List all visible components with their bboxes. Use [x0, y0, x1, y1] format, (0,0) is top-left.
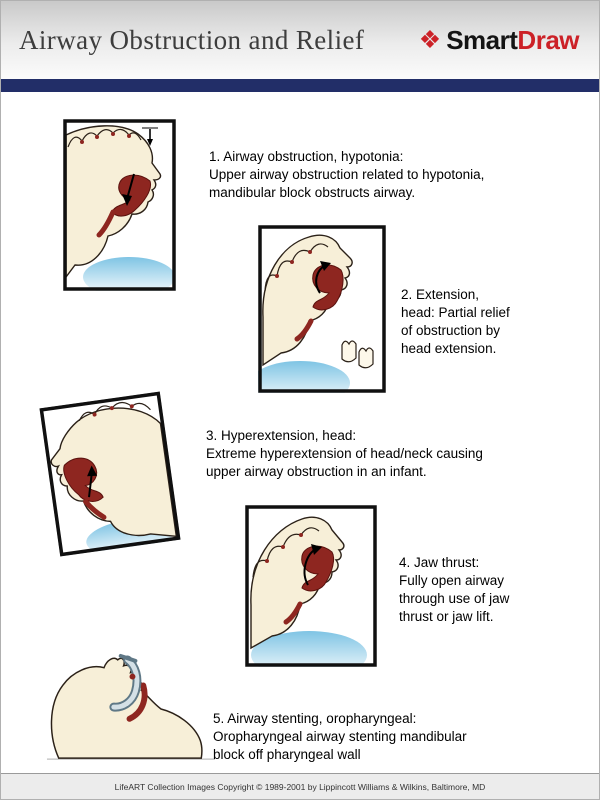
page-footer: LifeART Collection Images Copyright © 19…	[1, 773, 599, 799]
tooth	[341, 340, 357, 363]
illustration-jaw-thrust	[245, 505, 377, 667]
illustration-oropharyngeal-airway	[46, 653, 216, 760]
tongue-shape	[312, 264, 344, 311]
frame-border	[63, 119, 176, 291]
step-2-caption: 2. Extension, head: Partial relief of ob…	[401, 287, 510, 356]
copyright-text: LifeART Collection Images Copyright © 19…	[114, 781, 486, 792]
frame-border	[258, 225, 386, 393]
step-4-caption: 4. Jaw thrust: Fully open airway through…	[399, 555, 510, 624]
step-1-caption: 1. Airway obstruction, hypotonia: Upper …	[209, 149, 485, 200]
page-header: Airway Obstruction and Relief ❖ SmartDra…	[1, 1, 599, 79]
tooth	[358, 347, 374, 369]
page-title: Airway Obstruction and Relief	[19, 24, 365, 55]
step-5-caption: 5. Airway stenting, oropharyngeal: Oroph…	[213, 711, 467, 762]
illustration-head-extension	[258, 225, 386, 393]
smartdraw-logo-text: SmartDraw	[446, 25, 579, 56]
tube-flange	[118, 653, 138, 663]
illustration-airway-obstruction-hypotonia	[63, 119, 176, 291]
oropharyngeal-tube	[111, 657, 140, 710]
pharynx-band	[96, 209, 116, 238]
pharynx-band	[283, 601, 303, 625]
logo-word-draw: Draw	[517, 24, 579, 55]
smartdraw-diamond-icon: ❖	[418, 25, 442, 54]
step-3-caption: 3. Hyperextension, head: Extreme hyperex…	[206, 428, 483, 479]
hyperextension-arrow	[88, 473, 93, 498]
pharynx-band	[294, 318, 314, 342]
pharynx-band	[83, 499, 107, 520]
head-profile-shape	[65, 125, 162, 280]
blue-cushion	[258, 361, 350, 393]
header-divider-bar	[1, 79, 599, 92]
blue-cushion	[83, 257, 175, 291]
tongue-shape	[111, 174, 152, 217]
head-profile-shape	[50, 407, 178, 538]
blue-cushion	[251, 631, 367, 667]
illustration-hyperextension	[39, 391, 181, 557]
pharynx-band	[126, 682, 148, 722]
skull-scallops	[67, 128, 142, 148]
smartdraw-logo: ❖ SmartDraw	[418, 25, 580, 56]
frame-border	[39, 391, 181, 557]
logo-word-smart: Smart	[446, 24, 518, 55]
frame-border	[245, 505, 377, 667]
tongue-shape	[301, 545, 335, 592]
obstruction-arrow	[126, 173, 135, 200]
